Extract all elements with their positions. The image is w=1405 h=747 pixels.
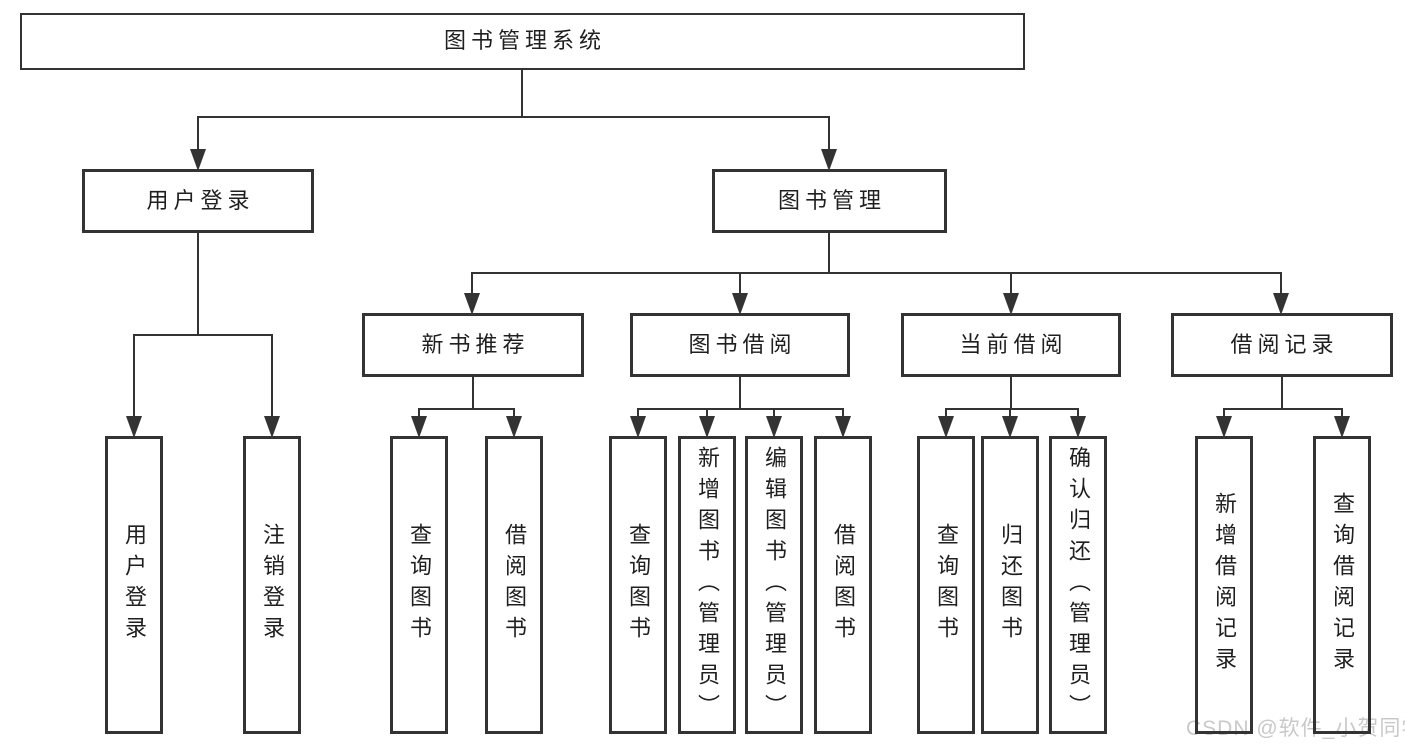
node-leaf-bb-edit-books-admin-label: 编辑图书（管理员） [762, 445, 787, 725]
node-leaf-bb-query-books: 查询图书 [609, 436, 667, 734]
arrowhead [506, 416, 522, 438]
arrowhead [821, 149, 837, 171]
arrowhead [1003, 293, 1019, 315]
node-leaf-cb-return-books-label: 归还图书 [998, 523, 1023, 647]
node-leaf-nbr-query-books: 查询图书 [390, 436, 448, 734]
node-borrow-records-label: 借阅记录 [1230, 331, 1339, 357]
connector-user-login [133, 232, 273, 421]
arrowhead [126, 416, 142, 438]
connector-new-book-rec [418, 376, 515, 421]
node-user-login: 用户登录 [82, 169, 314, 233]
node-book-borrow: 图书借阅 [630, 313, 850, 377]
arrowheads [126, 149, 1350, 438]
connector-borrow-records [1223, 376, 1343, 421]
node-root-label: 图书管理系统 [443, 28, 606, 54]
arrowhead [264, 416, 280, 438]
node-root: 图书管理系统 [20, 13, 1025, 70]
arrowhead [411, 416, 427, 438]
node-leaf-bb-edit-books-admin: 编辑图书（管理员） [745, 436, 803, 734]
node-user-login-label: 用户登录 [146, 187, 255, 213]
arrowhead [938, 416, 954, 438]
node-leaf-br-add-record: 新增借阅记录 [1195, 436, 1253, 734]
connector-book-borrow [637, 376, 844, 421]
node-book-borrow-label: 图书借阅 [688, 331, 797, 357]
connector-book-mgmt [471, 232, 1282, 298]
arrowhead [1070, 416, 1086, 438]
node-leaf-cb-query-books-label: 查询图书 [934, 523, 959, 647]
node-leaf-bb-query-books-label: 查询图书 [626, 523, 651, 647]
connector-current-borrow [945, 376, 1079, 421]
arrowhead [1002, 416, 1018, 438]
node-leaf-logout-label: 注销登录 [260, 523, 285, 647]
node-leaf-nbr-query-books-label: 查询图书 [407, 523, 432, 647]
node-borrow-records: 借阅记录 [1171, 313, 1393, 377]
arrowhead [699, 416, 715, 438]
node-leaf-bb-borrow-books-label: 借阅图书 [831, 523, 856, 647]
node-leaf-cb-confirm-return-admin-label: 确认归还（管理员） [1066, 445, 1091, 725]
node-leaf-cb-return-books: 归还图书 [981, 436, 1039, 734]
node-leaf-nbr-borrow-books: 借阅图书 [485, 436, 543, 734]
arrowhead [1273, 293, 1289, 315]
node-current-borrow-label: 当前借阅 [959, 331, 1068, 357]
node-book-mgmt-label: 图书管理 [777, 187, 886, 213]
node-leaf-bb-borrow-books: 借阅图书 [814, 436, 872, 734]
node-leaf-br-query-record: 查询借阅记录 [1313, 436, 1371, 734]
arrowhead [190, 149, 206, 171]
node-leaf-bb-add-books-admin: 新增图书（管理员） [678, 436, 736, 734]
arrowhead [766, 416, 782, 438]
node-current-borrow: 当前借阅 [901, 313, 1121, 377]
arrowhead [835, 416, 851, 438]
node-leaf-user-login: 用户登录 [105, 436, 163, 734]
node-leaf-user-login-label: 用户登录 [122, 523, 147, 647]
node-book-mgmt: 图书管理 [712, 169, 947, 233]
arrowhead [1334, 416, 1350, 438]
arrowhead [464, 293, 480, 315]
arrowhead [630, 416, 646, 438]
node-new-book-rec-label: 新书推荐 [421, 331, 530, 357]
node-leaf-br-add-record-label: 新增借阅记录 [1212, 492, 1237, 678]
node-leaf-br-query-record-label: 查询借阅记录 [1330, 492, 1355, 678]
node-leaf-bb-add-books-admin-label: 新增图书（管理员） [695, 445, 720, 725]
connector-root [197, 69, 830, 153]
node-leaf-logout: 注销登录 [243, 436, 301, 734]
csdn-watermark: CSDN @软件_小贺同学 [1186, 717, 1405, 740]
node-leaf-cb-query-books: 查询图书 [917, 436, 975, 734]
node-leaf-nbr-borrow-books-label: 借阅图书 [502, 523, 527, 647]
node-new-book-rec: 新书推荐 [362, 313, 584, 377]
node-leaf-cb-confirm-return-admin: 确认归还（管理员） [1049, 436, 1107, 734]
arrowhead [1216, 416, 1232, 438]
arrowhead [732, 293, 748, 315]
